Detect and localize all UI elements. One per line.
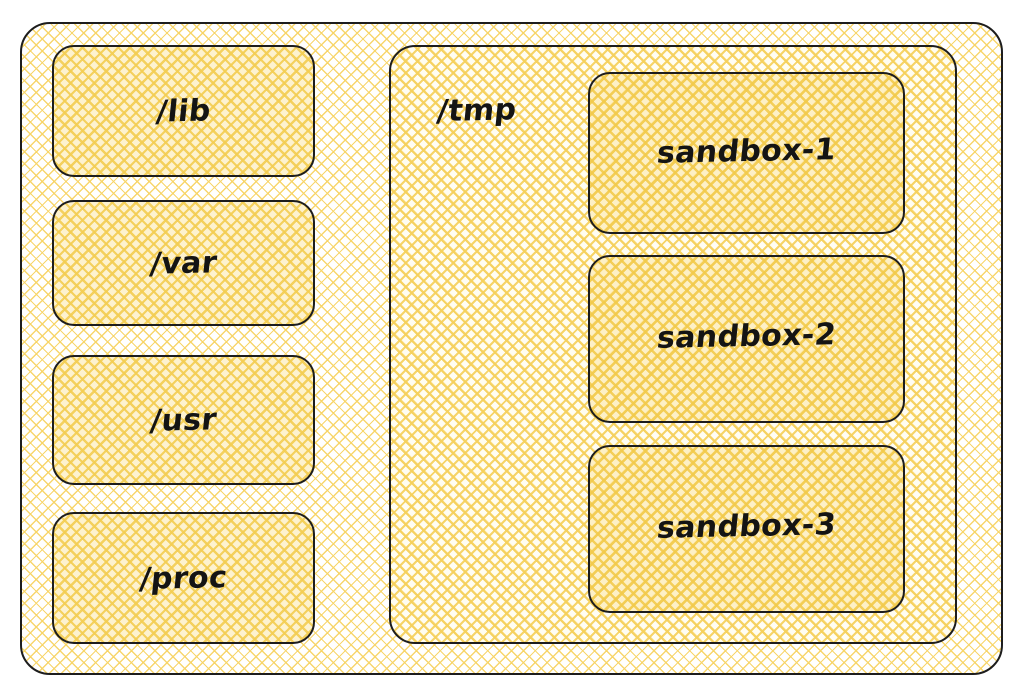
node-sandbox-3[interactable]: sandbox-3 — [588, 445, 905, 613]
node-sandbox-1-label: sandbox-1 — [655, 132, 838, 171]
node-sandbox-3-label: sandbox-3 — [655, 507, 838, 546]
node-sandbox-2-label: sandbox-2 — [655, 317, 838, 356]
node-usr-label: /usr — [148, 402, 219, 439]
node-proc-label: /proc — [138, 560, 229, 597]
group-tmp-label: /tmp — [435, 92, 519, 129]
node-lib[interactable]: /lib — [52, 45, 315, 177]
node-var-label: /var — [148, 245, 219, 282]
node-lib-label: /lib — [154, 93, 213, 130]
node-proc[interactable]: /proc — [52, 512, 315, 644]
node-var[interactable]: /var — [52, 200, 315, 326]
node-sandbox-1[interactable]: sandbox-1 — [588, 72, 905, 234]
node-usr[interactable]: /usr — [52, 355, 315, 485]
node-sandbox-2[interactable]: sandbox-2 — [588, 255, 905, 423]
